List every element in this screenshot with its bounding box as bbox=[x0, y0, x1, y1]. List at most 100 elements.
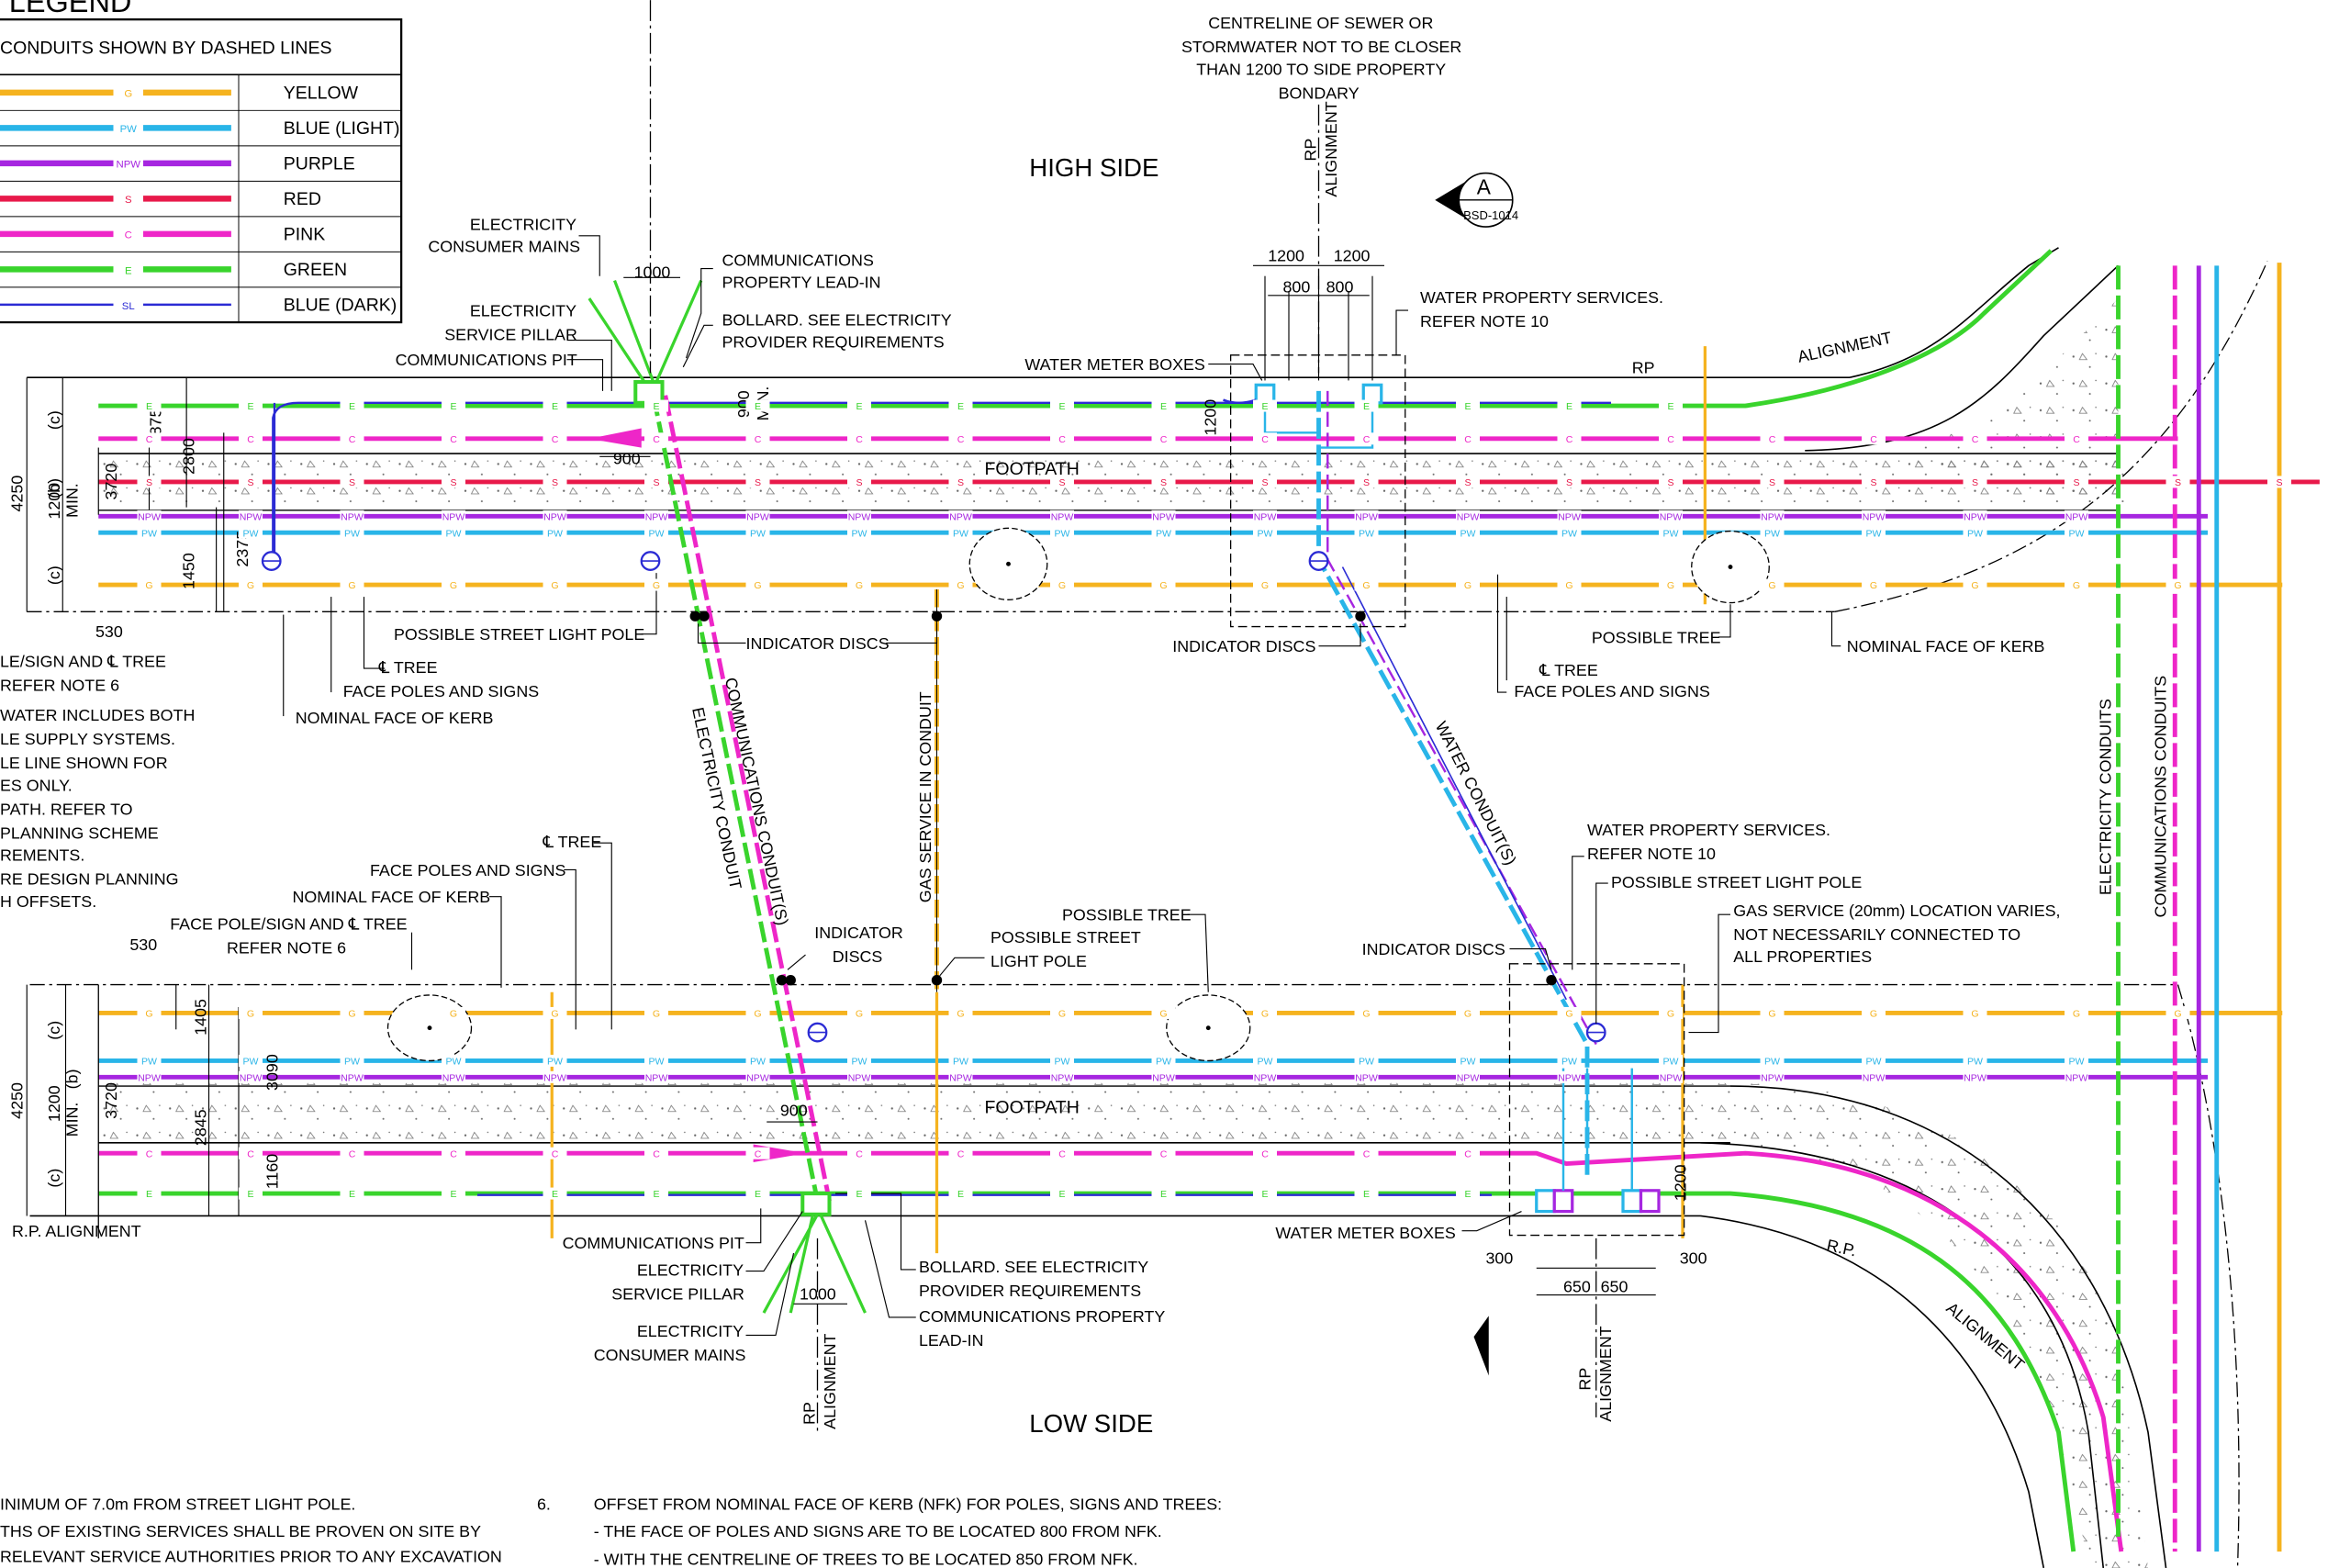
service-code-label: C bbox=[1464, 1148, 1472, 1159]
service-code-label: C bbox=[1870, 434, 1877, 445]
nominal-kerb-top: NOMINAL FACE OF KERB bbox=[1847, 637, 2045, 655]
water-meter-boxes-bottom: WATER METER BOXES bbox=[1275, 1224, 1456, 1242]
service-code-label: PW bbox=[1967, 528, 1983, 539]
service-code-label: PW bbox=[1460, 1057, 1476, 1068]
service-code-label: NPW bbox=[341, 1072, 364, 1083]
service-code-label: NPW bbox=[1558, 511, 1581, 522]
possible-light-bottom-1: POSSIBLE STREET bbox=[990, 928, 1141, 946]
dim-bot-1000: 1000 bbox=[800, 1284, 836, 1303]
service-code-label: S bbox=[1870, 477, 1876, 488]
bollard-bottom-2: PROVIDER REQUIREMENTS bbox=[919, 1282, 1141, 1300]
service-code-label: NPW bbox=[1051, 511, 1074, 522]
rp-alignment-top-1: RP bbox=[1301, 139, 1319, 162]
service-code-label: PW bbox=[1156, 528, 1171, 539]
service-code-label: PW bbox=[1359, 528, 1374, 539]
dim-bot-1200box: 1200 bbox=[1671, 1164, 1689, 1201]
service-code-label: NPW bbox=[442, 511, 465, 522]
service-code-label: E bbox=[1363, 401, 1370, 412]
nominal-kerb-left: NOMINAL FACE OF KERB bbox=[296, 709, 494, 727]
service-pillar-top-1: ELECTRICITY bbox=[470, 302, 576, 320]
service-code-label: NPW bbox=[1355, 1072, 1378, 1083]
service-code-label: S bbox=[1566, 477, 1572, 488]
service-code-label: S bbox=[2073, 477, 2079, 488]
service-code-label: G bbox=[1058, 1009, 1066, 1020]
service-code-label: PW bbox=[1359, 1057, 1374, 1068]
service-code-label: NPW bbox=[1660, 511, 1683, 522]
bollard-top-1: BOLLARD. SEE ELECTRICITY bbox=[722, 310, 952, 329]
dim-top-1200b: 1200 bbox=[1334, 246, 1371, 264]
service-code-label: C bbox=[552, 434, 559, 445]
service-code-label: PW bbox=[649, 1057, 665, 1068]
service-code-label: PW bbox=[243, 528, 259, 539]
legend-code: NPW bbox=[116, 160, 140, 171]
cl-tree-top-2: ℄ TREE bbox=[1539, 661, 1598, 679]
service-code-label: E bbox=[856, 1189, 862, 1200]
service-code-label: E bbox=[146, 1189, 152, 1200]
indicator-discs bbox=[689, 610, 1557, 986]
comms-leadin-top-1: COMMUNICATIONS bbox=[722, 251, 874, 269]
service-code-label: S bbox=[2175, 477, 2181, 488]
service-code-label: G bbox=[1667, 580, 1674, 591]
service-code-label: NPW bbox=[645, 511, 668, 522]
service-code-label: C bbox=[755, 434, 762, 445]
dim-bot-300a: 300 bbox=[1486, 1249, 1514, 1267]
gas-service-bottom-2: NOT NECESSARILY CONNECTED TO bbox=[1733, 925, 2020, 944]
service-code-label: NPW bbox=[1152, 511, 1175, 522]
legend-label: BLUE (LIGHT) bbox=[284, 118, 400, 139]
service-code-label: NPW bbox=[949, 511, 972, 522]
trees bbox=[386, 527, 1770, 1062]
service-code-label: PW bbox=[649, 528, 665, 539]
service-code-label: G bbox=[450, 580, 457, 591]
left-note-2: LE SUPPLY SYSTEMS. bbox=[0, 730, 175, 748]
service-code-label: C bbox=[1972, 434, 1979, 445]
left-note-1: WATER INCLUDES BOTH bbox=[0, 706, 195, 724]
service-code-label: E bbox=[552, 1189, 558, 1200]
comms-leadin-bottom-1: COMMUNICATIONS PROPERTY bbox=[919, 1307, 1165, 1326]
service-pillar-bottom-2: SERVICE PILLAR bbox=[611, 1284, 744, 1303]
dim-top-3720: 3720 bbox=[102, 464, 120, 500]
service-code-label: PW bbox=[1764, 1057, 1780, 1068]
dim-bot-1160: 1160 bbox=[263, 1154, 281, 1189]
service-code-label: E bbox=[552, 401, 558, 412]
service-code-label: S bbox=[1363, 477, 1370, 488]
service-code-label: NPW bbox=[1457, 511, 1480, 522]
service-code-label: C bbox=[1058, 1148, 1066, 1159]
legend-code: S bbox=[125, 195, 132, 206]
indicator-discs-top-1: INDICATOR DISCS bbox=[746, 634, 890, 653]
section-marker-ref: BSD-1014 bbox=[1463, 208, 1518, 222]
possible-tree-bottom: POSSIBLE TREE bbox=[1062, 906, 1192, 924]
legend-label: BLUE (DARK) bbox=[284, 295, 397, 315]
service-code-label: E bbox=[653, 1189, 659, 1200]
service-code-label: PW bbox=[852, 528, 867, 539]
service-code-label: NPW bbox=[1355, 511, 1378, 522]
service-code-label: NPW bbox=[645, 1072, 668, 1083]
service-code-label: S bbox=[653, 477, 659, 488]
comms-leadin-bottom-2: LEAD-IN bbox=[919, 1331, 983, 1350]
service-code-label: PW bbox=[446, 528, 462, 539]
service-code-label: S bbox=[450, 477, 456, 488]
water-services-bottom-1: WATER PROPERTY SERVICES. bbox=[1587, 821, 1830, 839]
service-code-label: E bbox=[755, 1189, 761, 1200]
section-marker-label: A bbox=[1477, 174, 1492, 198]
service-code-label: C bbox=[1363, 1148, 1371, 1159]
service-code-label: C bbox=[755, 1148, 762, 1159]
service-code-label: E bbox=[957, 1189, 964, 1200]
service-code-label: E bbox=[1160, 401, 1167, 412]
service-code-label: PW bbox=[953, 1057, 968, 1068]
service-code-label: S bbox=[247, 477, 253, 488]
sewer-note-3: THAN 1200 TO SIDE PROPERTY bbox=[1196, 60, 1446, 78]
service-code-label: G bbox=[2073, 1009, 2080, 1020]
dimension-text-bottom: 530 4250 (c) (b) MIN. 1200 (c) 3720 1405… bbox=[7, 935, 1707, 1303]
valve-symbols bbox=[261, 551, 1606, 1043]
rp-top: RP bbox=[1632, 358, 1655, 376]
service-code-label: C bbox=[1464, 434, 1472, 445]
note-2: THS OF EXISTING SERVICES SHALL BE PROVEN… bbox=[0, 1522, 481, 1540]
service-code-label: G bbox=[754, 1009, 761, 1020]
service-code-label: NPW bbox=[1152, 1072, 1175, 1083]
